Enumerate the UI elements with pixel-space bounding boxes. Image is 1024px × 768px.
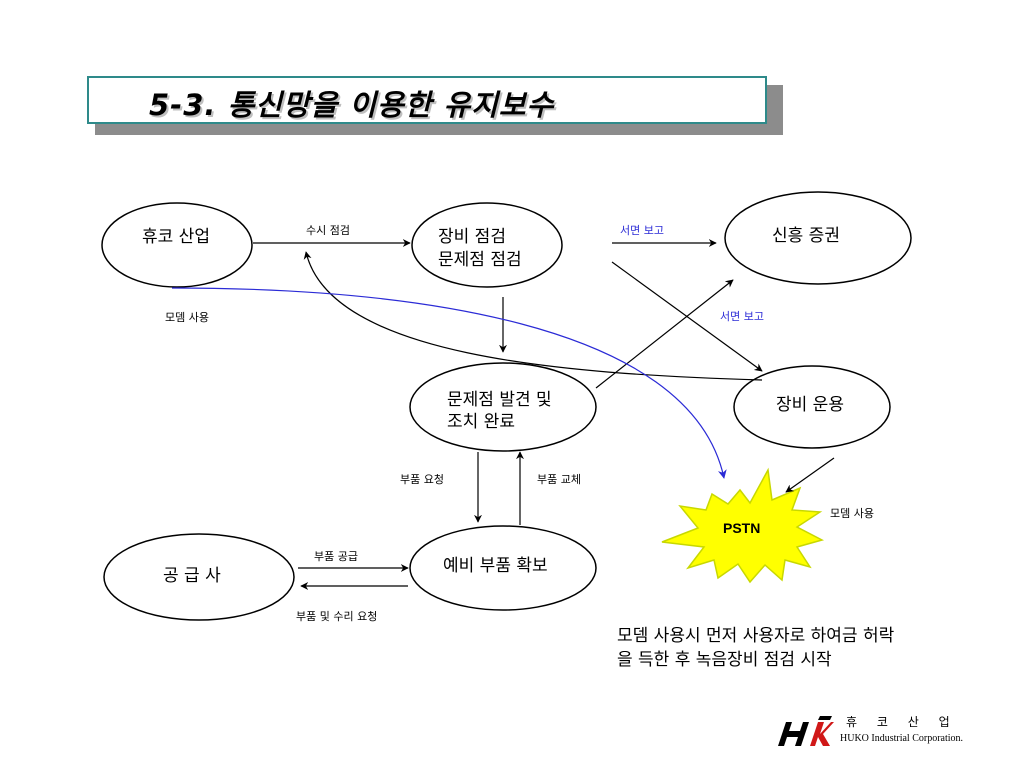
node-found-label-1: 문제점 발견 및 [447, 390, 552, 410]
edge-modem-line [171, 287, 727, 479]
node-check-label-1: 장비 점검 [438, 227, 506, 247]
edge-label-modem-right: 모뎀 사용 [830, 507, 874, 520]
logo-english: HUKO Industrial Corporation. [840, 733, 964, 744]
node-supplier-label: 공 급 사 [163, 566, 221, 586]
node-shinheung-shape [724, 191, 912, 285]
edge-report-2 [595, 279, 734, 389]
pstn-label: PSTN [723, 520, 761, 536]
node-huko-label: 휴코 산업 [142, 227, 210, 247]
node-check-label-2: 문제점 점검 [438, 250, 522, 270]
edge-label-parts-supply: 부품 공급 [314, 550, 358, 563]
note-line-1: 모뎀 사용시 먼저 사용자로 하여금 허락 [617, 626, 895, 646]
pstn-burst [661, 467, 825, 584]
node-check-shape [411, 202, 563, 288]
edge-operation-to-pstn [785, 457, 835, 493]
page-title: 5-3. 통신망을 이용한 유지보수 [149, 88, 555, 122]
node-found-label-2: 조치 완료 [447, 412, 515, 432]
edge-label-regular-check: 수시 점검 [306, 224, 350, 237]
edge-label-parts-repair-request: 부품 및 수리 요청 [296, 610, 378, 623]
edge-label-parts-replace: 부품 교체 [537, 473, 581, 486]
edge-label-report-2: 서면 보고 [720, 310, 764, 323]
huko-logo-icon [778, 716, 834, 746]
node-huko-shape [101, 202, 253, 288]
edge-label-modem-left: 모뎀 사용 [165, 311, 209, 324]
node-found-shape [409, 362, 597, 452]
title-box: 5-3. 통신망을 이용한 유지보수 [87, 76, 767, 124]
node-operation-label: 장비 운용 [776, 395, 844, 415]
logo-korean: 휴 코 산 업 [846, 715, 958, 729]
node-supplier-shape [103, 533, 295, 621]
edge-operation-to-huko [303, 251, 763, 381]
note-line-2: 을 득한 후 녹음장비 점검 시작 [617, 650, 832, 670]
edge-label-report-1: 서면 보고 [620, 224, 664, 237]
node-shinheung-label: 신흥 증권 [772, 226, 840, 246]
node-spare-shape [409, 525, 597, 611]
node-operation-shape [733, 365, 891, 449]
node-spare-label: 예비 부품 확보 [443, 556, 548, 576]
note: 모뎀 사용시 먼저 사용자로 하여금 허락 을 득한 후 녹음장비 점검 시작 [617, 624, 894, 672]
edge-label-parts-request: 부품 요청 [400, 473, 444, 486]
